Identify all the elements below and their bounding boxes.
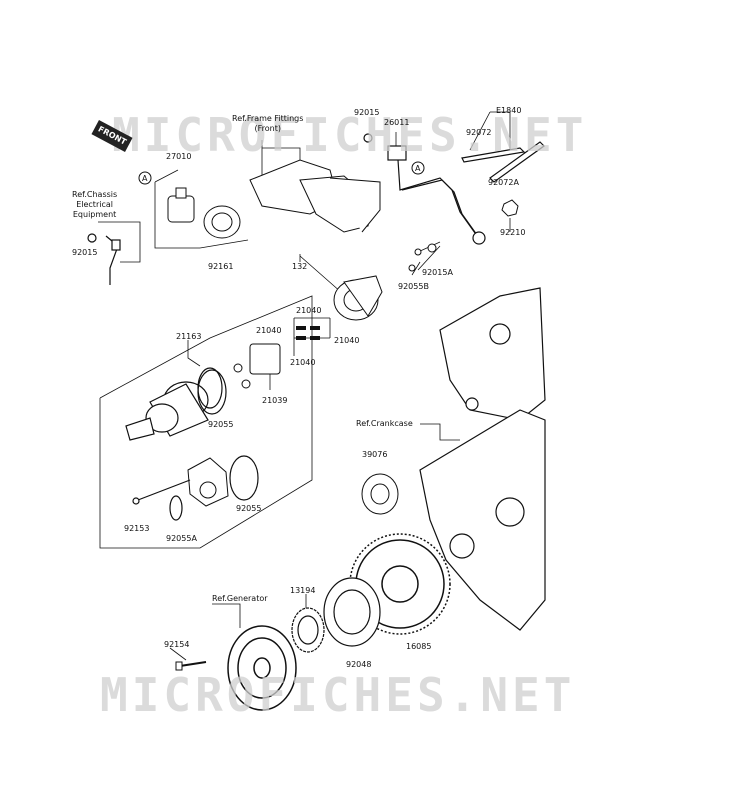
part-92154[interactable]: 92154: [164, 640, 190, 649]
part-92055-lower[interactable]: 92055: [236, 504, 262, 513]
marker-a-left: [138, 171, 152, 185]
clutch-ring-13194: [291, 607, 325, 653]
o-ring-92055-lower: [229, 455, 259, 501]
part-92015a[interactable]: 92015A: [422, 268, 453, 277]
o-ring-92055-upper: [197, 369, 227, 415]
o-ring-92055a: [169, 495, 183, 521]
generator-rotor: [227, 625, 297, 711]
part-92055-upper[interactable]: 92055: [208, 420, 234, 429]
brush-holder: [233, 343, 281, 389]
part-21040-d[interactable]: 21040: [290, 358, 316, 367]
part-26011[interactable]: 26011: [384, 118, 410, 127]
starter-end-cover: [333, 243, 437, 321]
part-21040-c[interactable]: 21040: [334, 336, 360, 345]
part-21040-b[interactable]: 21040: [256, 326, 282, 335]
watermark-top: MICROFICHES.NET: [112, 108, 588, 162]
bolt-92154: [175, 661, 207, 671]
nut-92210: [501, 199, 519, 217]
starter-frame: [99, 295, 313, 549]
starter-cable: [363, 133, 486, 245]
generator-bracket: [212, 603, 241, 628]
through-bolt-92153: [132, 479, 191, 505]
part-21163[interactable]: 21163: [176, 332, 202, 341]
part-92072[interactable]: 92072: [466, 128, 492, 137]
part-92210[interactable]: 92210: [500, 228, 526, 237]
crankcase: [419, 287, 546, 631]
marker-a-right: [411, 161, 425, 175]
leader-92072: [469, 111, 511, 151]
leader-92154: [169, 647, 187, 661]
starter-motor: [125, 367, 223, 441]
ref-frame-fittings: Ref.Frame Fittings (Front): [232, 114, 304, 133]
bracket-27010: [154, 169, 200, 249]
watermark-bottom: MICROFICHES.NET: [100, 668, 576, 722]
starter-relay-assembly: [167, 159, 381, 239]
part-27010[interactable]: 27010: [166, 152, 192, 161]
ref-generator: Ref.Generator: [212, 594, 268, 603]
part-21039[interactable]: 21039: [262, 396, 288, 405]
part-92015-left[interactable]: 92015: [72, 248, 98, 257]
part-92153[interactable]: 92153: [124, 524, 150, 533]
diagram-id: E1840: [496, 106, 522, 115]
part-39076[interactable]: 39076: [362, 450, 388, 459]
part-92072a[interactable]: 92072A: [488, 178, 519, 187]
crankcase-bracket: [420, 423, 460, 441]
brush-set: [296, 326, 320, 340]
leader-92161: [199, 239, 249, 249]
starter-front-cover: [187, 457, 229, 507]
bracket-chassis: [98, 221, 141, 263]
marker-a-right-label: A: [415, 164, 421, 173]
ref-crankcase: Ref.Crankcase: [356, 419, 413, 428]
part-21040-a[interactable]: 21040: [296, 306, 322, 315]
part-92048[interactable]: 92048: [346, 660, 372, 669]
part-13194[interactable]: 13194: [290, 586, 316, 595]
chassis-connector: [87, 233, 121, 285]
idle-gear-39076: [361, 473, 399, 515]
part-92015-top[interactable]: 92015: [354, 108, 380, 117]
part-92055a[interactable]: 92055A: [166, 534, 197, 543]
leader-92055b: [411, 261, 421, 276]
part-92055b[interactable]: 92055B: [398, 282, 429, 291]
part-16085[interactable]: 16085: [406, 642, 432, 651]
part-92161[interactable]: 92161: [208, 262, 234, 271]
one-way-clutch-92048: [323, 577, 381, 647]
cable-ties: [461, 141, 545, 183]
marker-a-left-label: A: [142, 174, 148, 183]
leader-21163: [187, 340, 201, 367]
part-132[interactable]: 132: [292, 262, 308, 271]
ref-chassis-electrical: Ref.Chassis Electrical Equipment: [72, 190, 118, 219]
